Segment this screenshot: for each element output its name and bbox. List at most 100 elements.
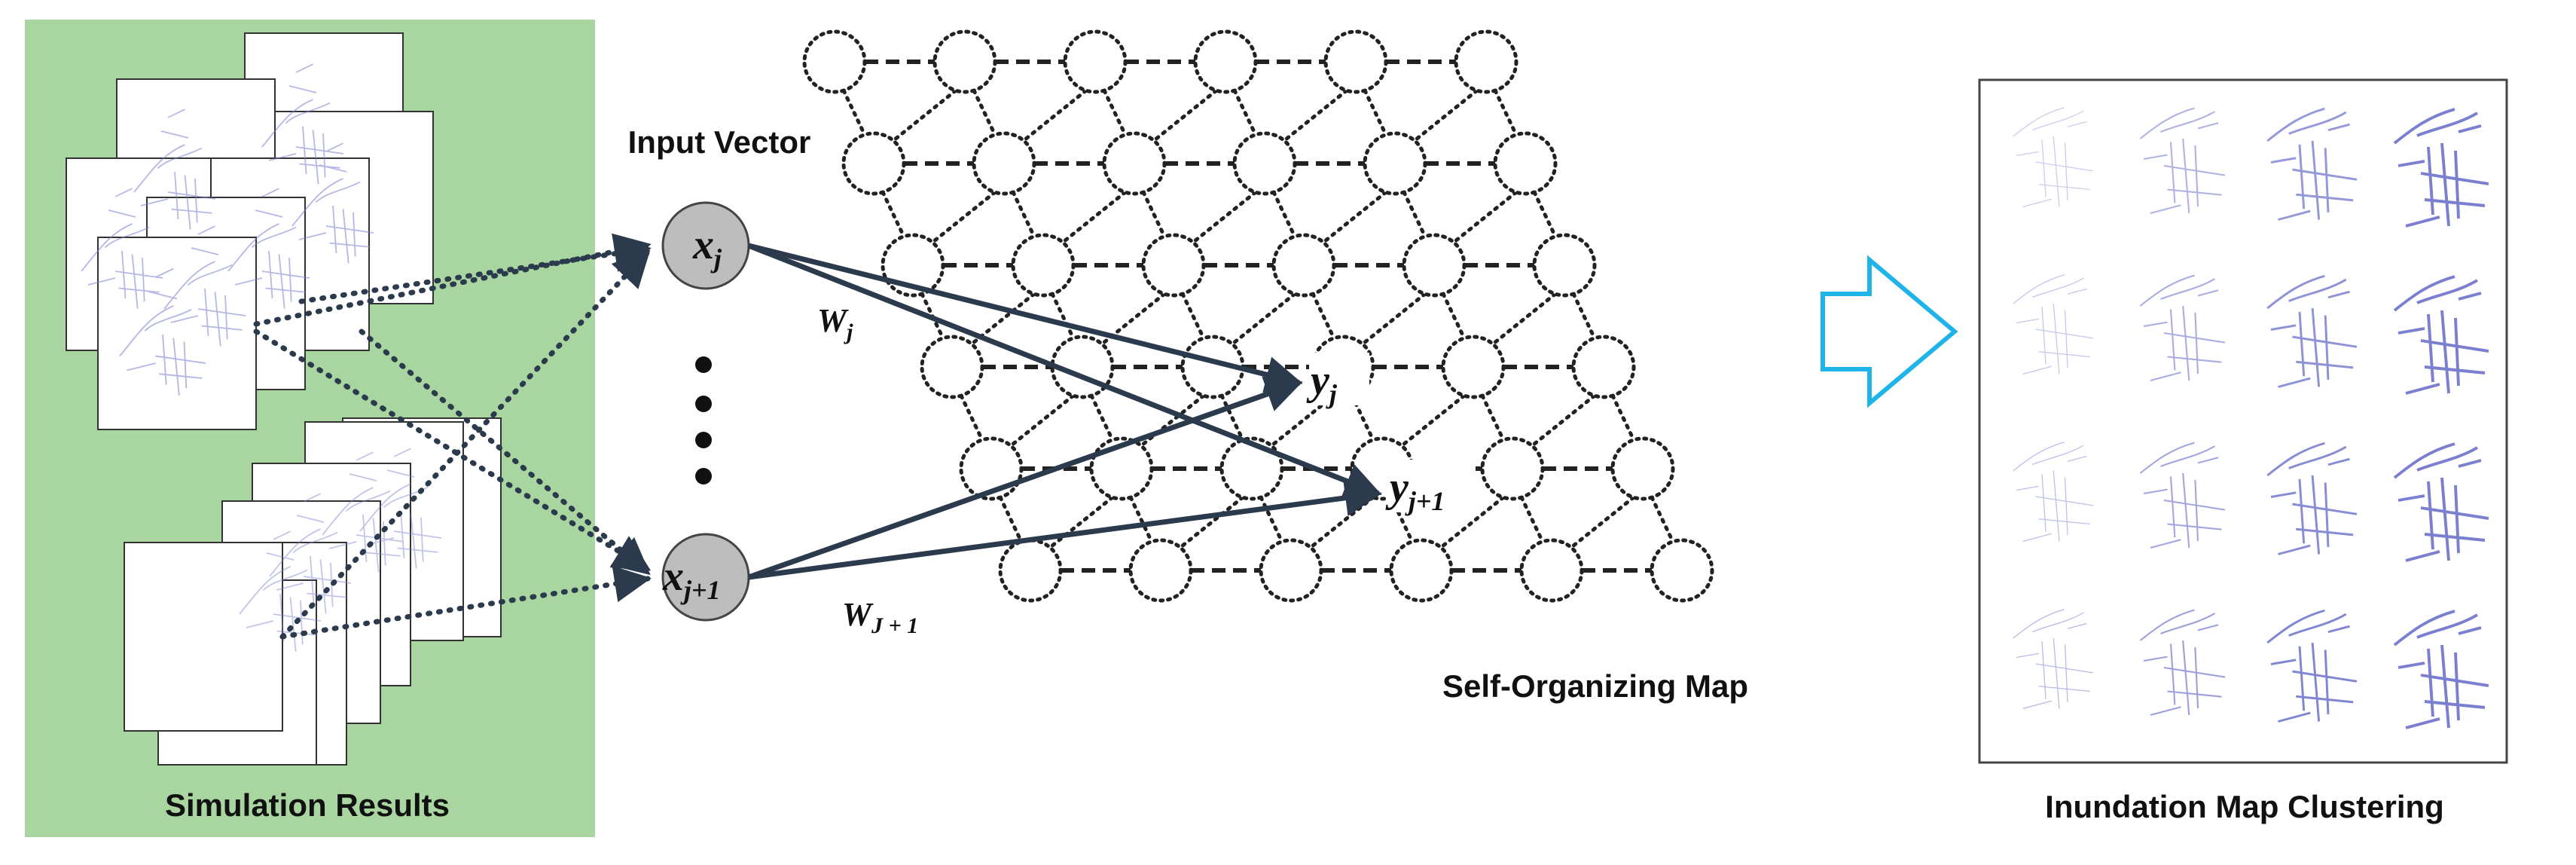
- connector-upper-to-xj1-a: [253, 329, 652, 572]
- som-edge-diagonal: [1650, 495, 1675, 544]
- arrow-xj-to-yj1: [747, 243, 1382, 499]
- input-vector: Input Vector xj xj+1: [628, 124, 810, 622]
- som-edge-diagonal: [1401, 393, 1467, 447]
- weight-arrows: [747, 243, 1382, 580]
- cluster-thumbnail: [2393, 108, 2489, 228]
- som-edge-diagonal: [1271, 393, 1336, 447]
- som-edge-diagonal: [1519, 495, 1545, 544]
- cluster-thumbnail: [2266, 107, 2358, 221]
- som-edge-diagonal: [1192, 190, 1258, 243]
- cluster-thumbnail: [2139, 274, 2226, 382]
- som-edge-diagonal: [1232, 292, 1297, 345]
- som-node: [1402, 233, 1467, 298]
- som-node: [1271, 233, 1336, 298]
- som-edge-diagonal: [1441, 292, 1467, 341]
- simulation-panel: Simulation Results: [25, 20, 595, 837]
- som-edge-diagonal: [1440, 495, 1506, 549]
- som-node: [1011, 233, 1076, 298]
- weight-wj1-label: WJ + 1: [842, 596, 918, 638]
- arrow-xj1-to-yj: [747, 376, 1303, 580]
- som-edge-diagonal: [932, 190, 997, 243]
- som-edge-diagonal: [1532, 190, 1558, 239]
- som-edge-diagonal: [841, 88, 867, 137]
- cluster-thumbnail: [2139, 107, 2226, 215]
- som-grid: [802, 29, 1714, 603]
- connector-upper-to-xj1-b: [359, 329, 651, 576]
- cluster-thumbnail: [2266, 609, 2358, 723]
- som-node: [841, 131, 906, 196]
- som-node: [972, 131, 1036, 196]
- som-edge-diagonal: [1531, 393, 1597, 447]
- som-edge-diagonal: [1414, 88, 1479, 142]
- yj1-label-backdrop: [1386, 460, 1469, 512]
- som-edge-diagonal: [1180, 495, 1245, 549]
- som-edge-diagonal: [972, 88, 997, 137]
- som-edge-diagonal: [1362, 292, 1427, 345]
- som-edge-diagonal: [893, 88, 958, 142]
- clustering-frame: [1978, 78, 2508, 764]
- cluster-grid: [2013, 107, 2489, 729]
- som-node: [1480, 436, 1545, 501]
- sample-connectors: [253, 233, 652, 640]
- cluster-thumbnail: [2013, 442, 2094, 543]
- som-node: [1389, 538, 1454, 603]
- cluster-thumbnail: [2013, 107, 2094, 208]
- som-edge-diagonal: [1011, 190, 1036, 239]
- som-edge-diagonal: [959, 393, 984, 442]
- som-edge-diagonal: [1128, 495, 1154, 544]
- som-edge-diagonal: [1271, 190, 1297, 239]
- som-node: [1493, 131, 1558, 196]
- connector-upper-to-xj-a: [253, 233, 652, 327]
- connector-lower-to-xj: [279, 249, 651, 640]
- cluster-thumbnail: [2266, 442, 2358, 555]
- som-edge-diagonal: [1492, 292, 1558, 345]
- som-edge-diagonal: [881, 190, 906, 239]
- som-edge-diagonal: [1493, 88, 1518, 137]
- som-node: [998, 538, 1063, 603]
- som-node: [1363, 131, 1427, 196]
- clustering-label: Inundation Map Clustering: [2045, 789, 2444, 824]
- som-node: [1193, 29, 1258, 94]
- som-node: [1454, 29, 1518, 94]
- som-node: [1259, 538, 1323, 603]
- som-edge-diagonal: [1141, 190, 1167, 239]
- cluster-thumbnail: [2013, 609, 2094, 710]
- cluster-thumbnail: [2393, 610, 2489, 729]
- yj-label-backdrop: [1309, 353, 1369, 405]
- cluster-thumbnail: [2013, 274, 2094, 375]
- cluster-thumbnail: [2266, 274, 2358, 388]
- som-edge-diagonal: [971, 292, 1036, 345]
- som-edge-diagonal: [1480, 393, 1506, 442]
- som-edge-diagonal: [1219, 393, 1245, 442]
- som-node: [1441, 335, 1506, 399]
- arrow-xj-to-yj: [748, 243, 1303, 393]
- som-edge-diagonal: [1050, 292, 1076, 341]
- som-node: [1141, 233, 1206, 298]
- input-node-xj-label: xj: [692, 222, 722, 274]
- som-node: [932, 29, 997, 94]
- som-edge-diagonal: [1311, 292, 1336, 341]
- som-edge-diagonal: [998, 495, 1024, 544]
- som-node: [1232, 131, 1297, 196]
- som-edge-diagonal: [1180, 292, 1206, 341]
- som-node: [1519, 538, 1584, 603]
- som-node: [1323, 29, 1388, 94]
- som-edge-diagonal: [1259, 495, 1284, 544]
- som-edge-diagonal: [1610, 393, 1636, 442]
- som-node: [802, 29, 867, 94]
- cluster-thumbnail: [2393, 442, 2489, 562]
- som-edge-diagonal: [1089, 393, 1115, 442]
- som-node: [1219, 436, 1284, 501]
- som-edge-diagonal: [1049, 495, 1115, 549]
- connector-lower-to-xj1: [279, 565, 652, 640]
- som-edge-diagonal: [1310, 495, 1375, 549]
- input-node-xj1-label: xj+1: [662, 553, 721, 605]
- som-edge-diagonal: [1402, 190, 1427, 239]
- som-edge-diagonal: [1453, 190, 1518, 243]
- cluster-thumbnail: [2393, 275, 2489, 395]
- som-edge-diagonal: [1232, 88, 1258, 137]
- weight-wj-label: Wj: [817, 302, 853, 344]
- som-node: [1650, 538, 1714, 603]
- som-edge-diagonal: [1571, 292, 1597, 341]
